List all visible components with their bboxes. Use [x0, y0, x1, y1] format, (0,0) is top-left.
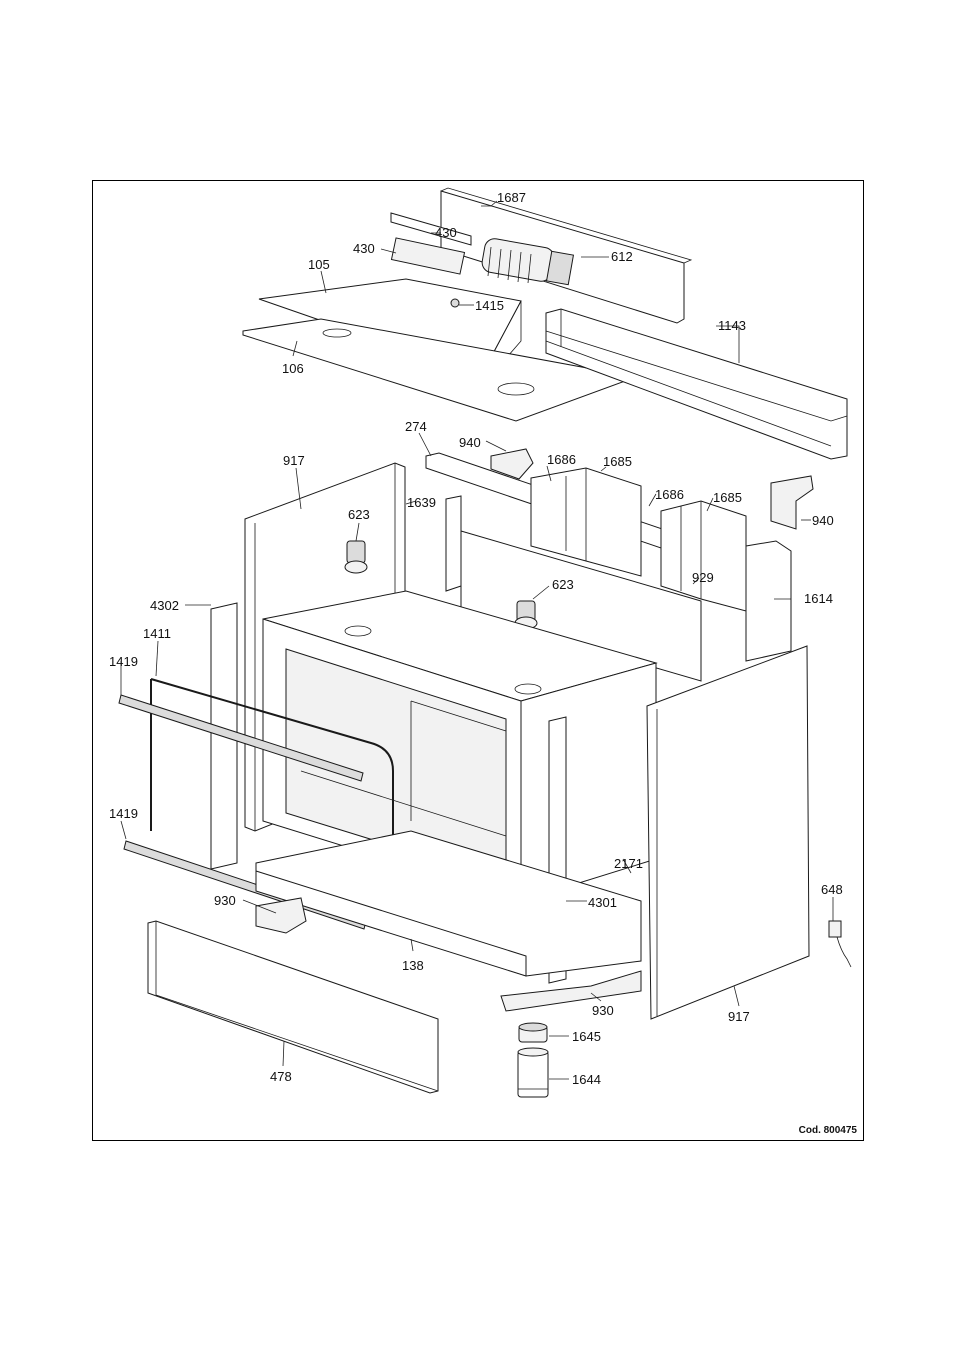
label-1614: 1614: [804, 591, 833, 606]
label-430-left: 430: [353, 241, 375, 256]
code-label: Cod. 800475: [798, 1125, 857, 1136]
label-1143: 1143: [718, 318, 746, 333]
label-623-right: 623: [552, 577, 574, 592]
part-oven-cavity-inner: [300, 700, 507, 837]
label-1685-right: 1685: [713, 490, 742, 505]
label-1415: 1415: [475, 298, 504, 313]
part-612-tangential-fan: [481, 238, 575, 286]
part-430-strip: [390, 212, 472, 246]
part-930-hinge-left: [255, 897, 307, 934]
label-478: 478: [270, 1069, 292, 1084]
part-478-plinth-edge: [155, 921, 439, 1092]
label-4302: 4302: [150, 598, 179, 613]
part-1639-back-wall: [445, 495, 462, 592]
label-940-left: 940: [459, 435, 481, 450]
label-1686-right: 1686: [655, 487, 684, 502]
label-648: 648: [821, 882, 843, 897]
part-1639-back-panel: [460, 530, 702, 682]
part-1415-grommet: [450, 298, 460, 308]
label-1419-top: 1419: [109, 654, 138, 669]
label-1419-bottom: 1419: [109, 806, 138, 821]
part-623-lamp-left: [344, 540, 368, 574]
part-940-bracket-left: [490, 448, 534, 480]
label-2171: 2171: [614, 856, 643, 871]
label-1639: 1639: [407, 495, 436, 510]
part-940-bracket-right: [770, 475, 814, 530]
label-1687: 1687: [497, 190, 526, 205]
part-1687-rear-panel-fold: [440, 187, 693, 264]
part-648-plug-cable: [828, 920, 852, 968]
label-1685-left: 1685: [603, 454, 632, 469]
label-917-left: 917: [283, 453, 305, 468]
part-1685-duct-right-edge: [680, 501, 702, 599]
label-1411: 1411: [143, 626, 171, 641]
label-4301: 4301: [588, 895, 617, 910]
label-1645: 1645: [572, 1029, 601, 1044]
part-106-top-plate: [242, 318, 638, 422]
label-612: 612: [611, 249, 633, 264]
label-106: 106: [282, 361, 304, 376]
exploded-view-drawing: 1687 430 430 612 105 1415 1143 106 274 9…: [109, 187, 852, 1098]
part-930-hinge-right: [500, 970, 642, 1012]
part-oven-cavity-vent-b: [514, 683, 542, 695]
label-1644: 1644: [572, 1072, 601, 1087]
label-138: 138: [402, 958, 424, 973]
part-1614-rear-panel: [745, 540, 792, 662]
label-940-right: 940: [812, 513, 834, 528]
part-1645-foot-cap: [518, 1022, 548, 1043]
part-1644-foot: [517, 1047, 549, 1098]
part-106-hole-a: [322, 328, 352, 338]
leader-lines: [120, 200, 834, 1080]
label-623-left: 623: [348, 507, 370, 522]
diagram-frame: 1687 430 430 612 105 1415 1143 106 274 9…: [92, 180, 864, 1141]
label-930-left: 930: [214, 893, 236, 908]
part-1143-front-profile-edge: [545, 309, 848, 447]
part-138-bottom-rail: [255, 870, 527, 977]
label-1686-left: 1686: [547, 452, 576, 467]
label-917-right: 917: [728, 1009, 750, 1024]
part-1685-duct-left-edge: [565, 468, 587, 561]
part-106-hole-b: [497, 382, 535, 396]
label-274: 274: [405, 419, 427, 434]
part-1419-strip-top: [118, 694, 364, 782]
part-oven-cavity-vent-a: [344, 625, 372, 637]
label-930-right: 930: [592, 1003, 614, 1018]
part-917-side-panel-right: [646, 645, 810, 1020]
label-929: 929: [692, 570, 714, 585]
label-430-top: 430: [435, 225, 457, 240]
part-430-terminal-block: [390, 237, 466, 275]
label-105: 105: [308, 257, 330, 272]
